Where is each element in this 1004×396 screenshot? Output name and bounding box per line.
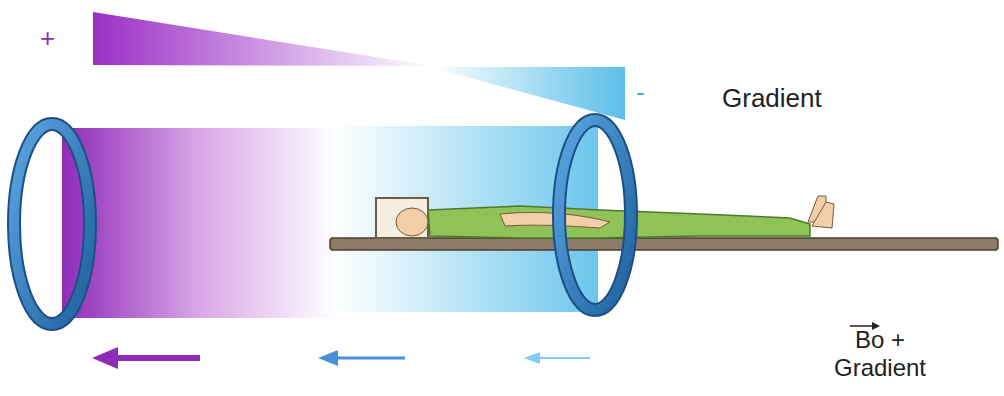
- gradient-coil: [559, 120, 631, 310]
- field-label: Bo + Gradient: [820, 326, 940, 381]
- gradient-coil: [14, 124, 90, 324]
- polarity-sign: -: [636, 78, 645, 108]
- field-arrow: [92, 347, 590, 369]
- gradient-coil: [559, 120, 631, 310]
- gradient-wedge: [93, 12, 432, 66]
- field-region: [62, 128, 336, 318]
- patient: [376, 196, 834, 238]
- gradient-wedge: [430, 67, 625, 120]
- patient-table: [330, 238, 998, 250]
- field-label: Gradient: [722, 84, 822, 114]
- polarity-sign: +: [40, 24, 55, 54]
- gradient-coil: [14, 124, 90, 324]
